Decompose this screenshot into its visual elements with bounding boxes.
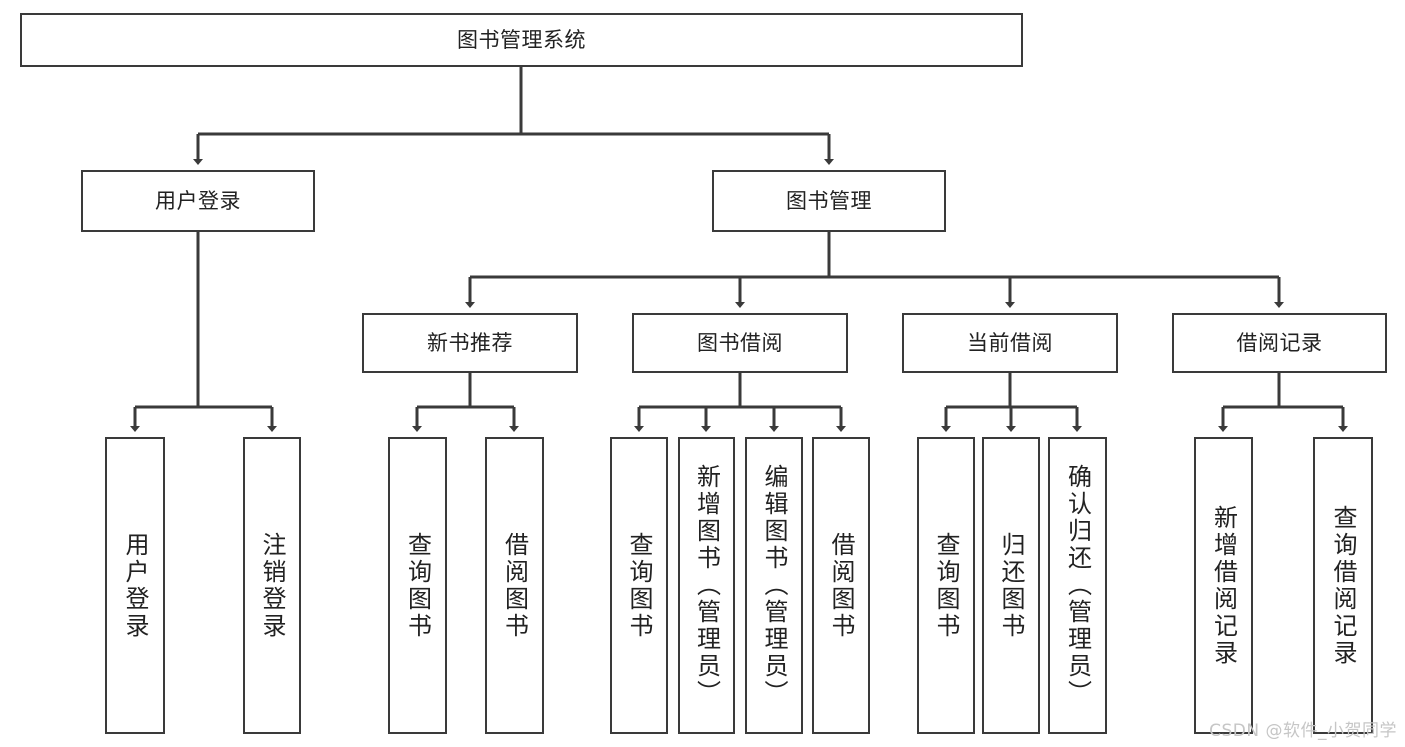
node-leaf-borrow-book-1[interactable]: 借阅图书 <box>485 437 544 734</box>
node-new-book-recommend[interactable]: 新书推荐 <box>362 313 578 373</box>
node-leaf-add-book[interactable]: 新增图书（管理员） <box>678 437 735 734</box>
node-leaf-query-book-1[interactable]: 查询图书 <box>388 437 447 734</box>
node-leaf-query-book-3-label: 查询图书 <box>932 531 960 640</box>
node-current-borrow[interactable]: 当前借阅 <box>902 313 1118 373</box>
node-leaf-borrow-book-1-label: 借阅图书 <box>500 531 529 640</box>
node-leaf-query-book-3[interactable]: 查询图书 <box>917 437 975 734</box>
node-book-borrow[interactable]: 图书借阅 <box>632 313 848 373</box>
node-leaf-user-logout[interactable]: 注销登录 <box>243 437 301 734</box>
node-leaf-add-book-label: 新增图书（管理员） <box>692 464 721 707</box>
node-root-label: 图书管理系统 <box>457 27 586 52</box>
node-leaf-user-logout-label: 注销登录 <box>258 531 286 640</box>
node-leaf-user-login-label: 用户登录 <box>121 531 149 640</box>
node-leaf-return-book[interactable]: 归还图书 <box>982 437 1040 734</box>
node-leaf-query-book-2-label: 查询图书 <box>625 531 653 640</box>
node-leaf-edit-book[interactable]: 编辑图书（管理员） <box>745 437 803 734</box>
node-user-login-label: 用户登录 <box>155 188 241 213</box>
csdn-watermark: CSDN @软件_小贺同学 <box>1209 721 1397 741</box>
node-new-book-recommend-label: 新书推荐 <box>427 330 513 355</box>
node-leaf-borrow-book-2-label: 借阅图书 <box>827 531 855 640</box>
node-current-borrow-label: 当前借阅 <box>967 330 1053 355</box>
node-leaf-query-book-1-label: 查询图书 <box>403 531 432 640</box>
node-leaf-borrow-book-2[interactable]: 借阅图书 <box>812 437 870 734</box>
node-user-login[interactable]: 用户登录 <box>81 170 315 232</box>
node-leaf-query-record-label: 查询借阅记录 <box>1329 504 1357 667</box>
node-leaf-add-record[interactable]: 新增借阅记录 <box>1194 437 1253 734</box>
node-leaf-user-login[interactable]: 用户登录 <box>105 437 165 734</box>
node-book-manage-label: 图书管理 <box>786 188 872 213</box>
node-leaf-add-record-label: 新增借阅记录 <box>1209 504 1238 667</box>
node-leaf-query-book-2[interactable]: 查询图书 <box>610 437 668 734</box>
node-book-borrow-label: 图书借阅 <box>697 330 783 355</box>
node-root[interactable]: 图书管理系统 <box>20 13 1023 67</box>
node-leaf-confirm-return-label: 确认归还（管理员） <box>1063 464 1092 707</box>
node-book-manage[interactable]: 图书管理 <box>712 170 946 232</box>
node-leaf-return-book-label: 归还图书 <box>997 531 1025 640</box>
node-leaf-query-record[interactable]: 查询借阅记录 <box>1313 437 1373 734</box>
node-leaf-edit-book-label: 编辑图书（管理员） <box>760 464 788 707</box>
node-borrow-record-label: 借阅记录 <box>1236 330 1323 355</box>
node-leaf-confirm-return[interactable]: 确认归还（管理员） <box>1048 437 1107 734</box>
node-borrow-record[interactable]: 借阅记录 <box>1172 313 1387 373</box>
